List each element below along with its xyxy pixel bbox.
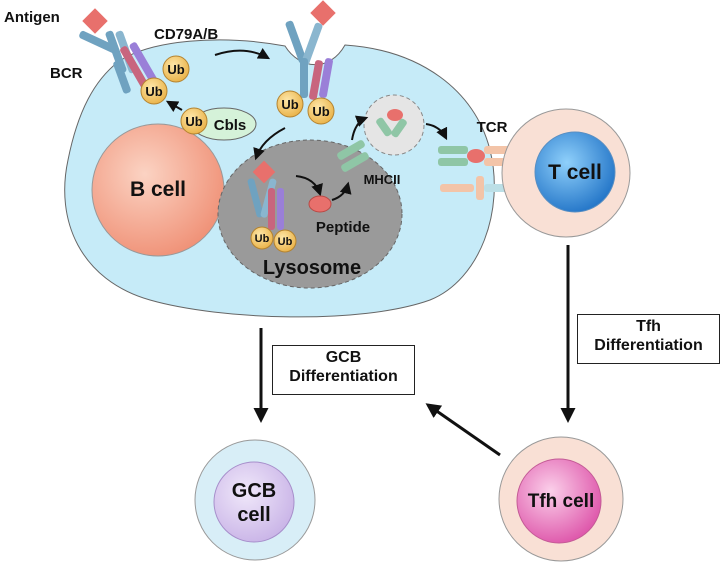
bcr-in-lysosome — [247, 178, 284, 230]
gcb-cell-label-1: GCB — [232, 480, 276, 502]
ub-left-2: Ub — [140, 77, 168, 105]
tfh-diff-line1: Tfh — [636, 318, 661, 335]
lysosome-label: Lysosome — [263, 257, 361, 279]
t-cell-label: T cell — [548, 161, 602, 184]
arrow-to-lysosome — [253, 127, 286, 161]
peptide — [308, 195, 332, 213]
arrow-tfh-to-gcb — [425, 403, 501, 457]
svg-text:Ub: Ub — [281, 97, 298, 112]
peptide-label: Peptide — [316, 219, 370, 236]
svg-text:Ub: Ub — [167, 62, 184, 77]
arrow-to-vesicle — [351, 115, 369, 141]
svg-text:Ub: Ub — [185, 114, 202, 129]
vesicle-peptide — [387, 109, 403, 121]
ub-lyso-2: Ub — [273, 229, 297, 253]
gcb-cell-label-2: cell — [237, 504, 270, 526]
antigen-square-2 — [310, 0, 336, 26]
svg-text:Ub: Ub — [312, 104, 329, 119]
tfh-cell-nucleus — [516, 458, 602, 544]
ub-right-2: Ub — [307, 97, 335, 125]
arrow-cbls-to-ub — [165, 100, 183, 112]
ub-lyso-1: Ub — [250, 226, 274, 250]
tfh-diff-line2: Differentiation — [594, 337, 703, 354]
gcb-differentiation-box: GCB Differentiation — [272, 345, 415, 395]
ub-cbls: Ub — [180, 107, 208, 135]
t-cell-nucleus — [534, 131, 616, 213]
svg-text:Ub: Ub — [255, 233, 270, 245]
svg-text:Ub: Ub — [278, 236, 293, 248]
ub-left-1: Ub — [162, 55, 190, 83]
arrow-to-peptide — [295, 175, 323, 197]
costim-complex — [440, 176, 510, 200]
mhc-tcr-complex — [438, 146, 512, 166]
vesicle — [363, 94, 425, 156]
antigen-square — [82, 8, 108, 34]
ub-right-1: Ub — [276, 90, 304, 118]
arrow-to-mhc — [331, 181, 352, 201]
antigen-label: Antigen — [4, 9, 60, 26]
vesicle-mhc — [376, 117, 392, 137]
svg-text:Ub: Ub — [145, 84, 162, 99]
tfh-differentiation-box: Tfh Differentiation — [577, 314, 720, 364]
gcb-diff-line1: GCB — [325, 349, 362, 366]
bcr-receptor-right — [285, 20, 333, 100]
tcr-label: TCR — [477, 119, 508, 136]
gcb-diff-line2: Differentiation — [289, 368, 398, 385]
tfh-cell-label: Tfh cell — [528, 491, 595, 512]
arrow-internalize — [214, 48, 271, 60]
bcr-label: BCR — [50, 65, 83, 82]
b-cell-label: B cell — [130, 178, 186, 201]
arrow-vesicle-to-surface — [425, 123, 448, 141]
cd79-label: CD79A/B — [154, 26, 218, 43]
mhcii — [337, 140, 369, 172]
cbls-label: Cbls — [214, 117, 247, 134]
gcb-cell-nucleus — [213, 461, 295, 543]
cd79-left — [120, 42, 159, 88]
mhcii-label: MHCII — [364, 172, 401, 187]
